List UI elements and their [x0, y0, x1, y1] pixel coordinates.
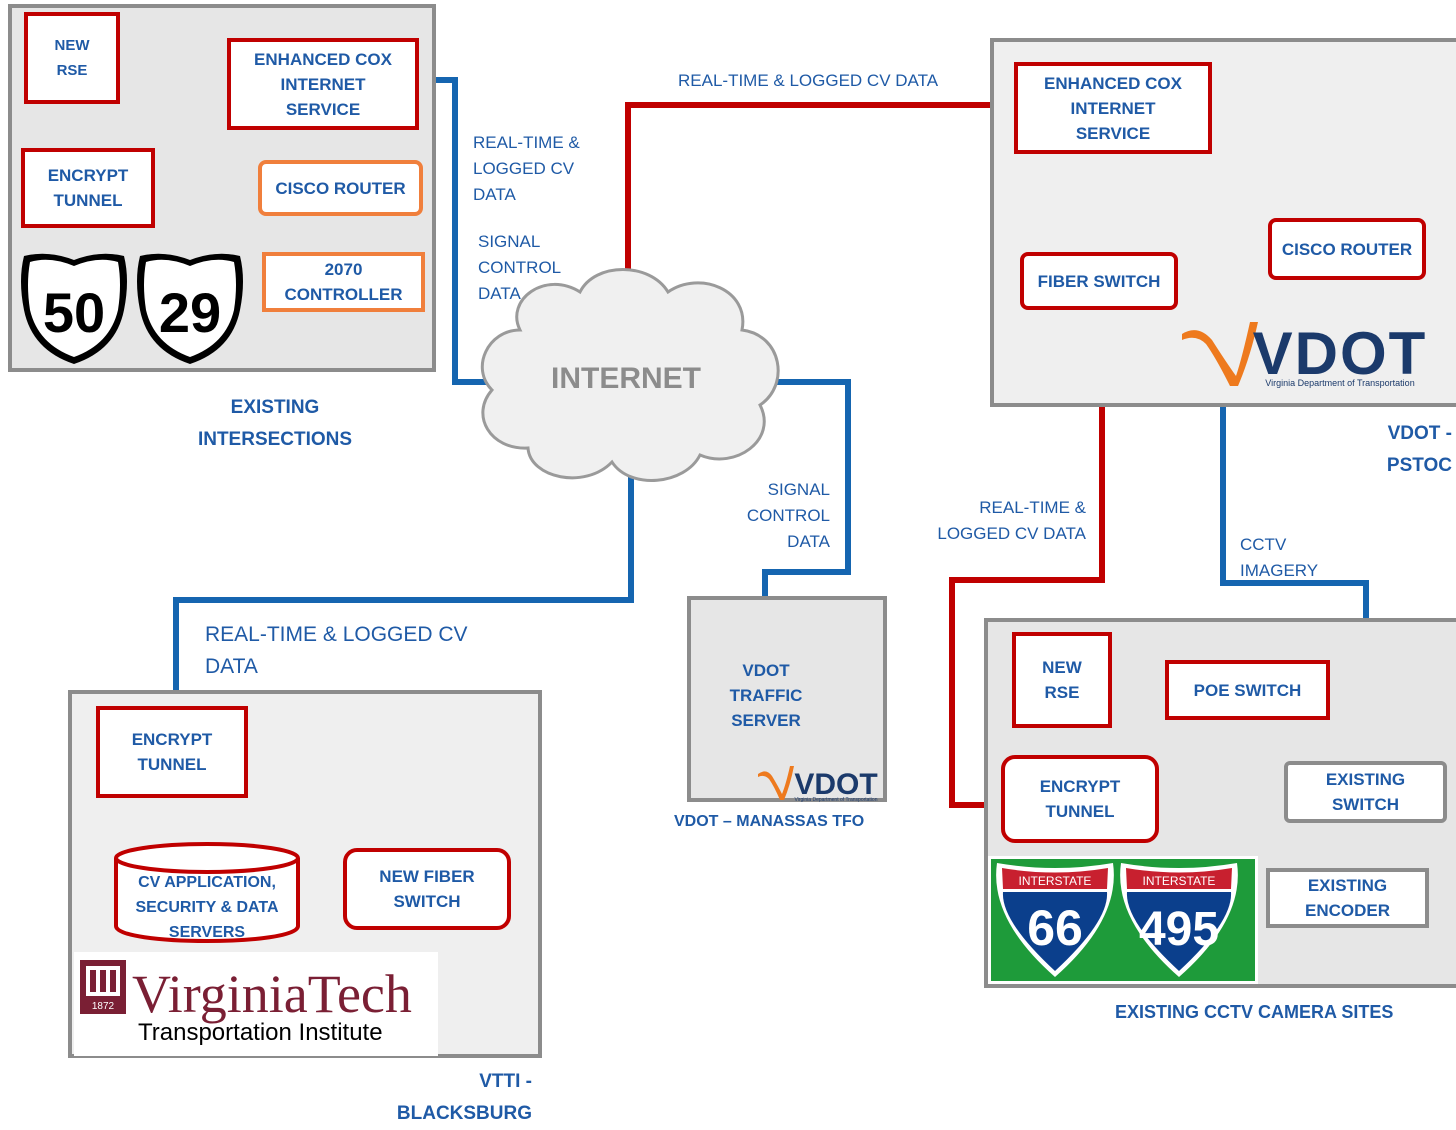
link-internet-to-manassas	[762, 379, 851, 625]
interstate-495-shield-icon: INTERSTATE 495	[1120, 863, 1238, 977]
us-29-shield-icon: 29	[136, 250, 244, 366]
node-cctv-existing-switch[interactable]: EXISTING SWITCH	[1284, 761, 1447, 823]
vdot-logo-manassas-sub: Virginia Department of Transportation	[794, 797, 877, 802]
interstate-sign-panel: INTERSTATE 66 INTERSTATE 495	[988, 856, 1258, 984]
vt-name: VirginiaTech	[132, 964, 412, 1024]
label-manassas-signal-data: SIGNAL CONTROL DATA	[746, 480, 830, 551]
label-ei-signal-data: SIGNAL CONTROL DATA	[478, 232, 562, 303]
node-pstoc-fiber-switch[interactable]: FIBER SWITCH	[1020, 252, 1178, 310]
node-vtti-encrypt-tunnel[interactable]: ENCRYPT TUNNEL	[96, 706, 248, 798]
node-vtti-cv-servers[interactable]: CV APPLICATION, SECURITY & DATA SERVERS	[135, 873, 279, 941]
vtti-servers-cylinder	[112, 840, 302, 944]
node-cctv-existing-encoder[interactable]: EXISTING ENCODER	[1266, 868, 1429, 928]
label-cctv-imagery: CCTV IMAGERY	[1240, 535, 1319, 580]
node-ei-new-rse[interactable]: NEW RSE	[24, 12, 120, 104]
link-pstoc-fiber-to-cctv-encrypt	[949, 306, 1105, 808]
link-internet-to-vtti	[173, 435, 634, 708]
label-top-cv-data: REAL-TIME & LOGGED CV DATA	[678, 71, 939, 90]
node-cctv-new-rse[interactable]: NEW RSE	[1012, 632, 1112, 728]
node-vtti-new-fiber-switch[interactable]: NEW FIBER SWITCH	[343, 848, 511, 930]
node-pstoc-cisco-router[interactable]: CISCO ROUTER	[1268, 218, 1426, 280]
area-vdot-manassas	[687, 596, 887, 802]
vdot-logo-pstoc: VDOT Virginia Department of Transportati…	[1180, 318, 1440, 390]
interstate-66-shield-icon: INTERSTATE 66	[996, 863, 1114, 977]
vdot-logo-manassas-text: VDOT	[794, 768, 877, 801]
vt-subtitle: Transportation Institute	[138, 1019, 383, 1046]
vt-year: 1872	[92, 1001, 115, 1012]
label-pstoc-cv-data: REAL-TIME & LOGGED CV DATA	[937, 498, 1086, 543]
internet-cloud	[480, 268, 780, 482]
node-vdot-traffic-server[interactable]: VDOT TRAFFIC SERVER	[729, 660, 803, 730]
label-vtti-cv-data: REAL-TIME & LOGGED CV DATA	[205, 623, 468, 678]
i495-number: 495	[1139, 903, 1219, 956]
link-ei-cox-to-internet	[418, 77, 488, 385]
node-cctv-encrypt-tunnel[interactable]: ENCRYPT TUNNEL	[1001, 755, 1159, 843]
area-title-existing-intersections: EXISTING INTERSECTIONS	[197, 397, 353, 450]
node-ei-enhanced-cox[interactable]: ENHANCED COX INTERNET SERVICE	[227, 38, 419, 130]
area-title-vdot-pstoc: VDOT - PSTOC	[1386, 423, 1452, 476]
area-title-vdot-manassas: VDOT – MANASSAS TFO	[674, 813, 865, 830]
us-50-shield-icon: 50	[20, 250, 128, 366]
area-title-cctv-sites: EXISTING CCTV CAMERA SITES	[1115, 1002, 1394, 1022]
i66-number: 66	[1027, 900, 1083, 956]
i495-header: INTERSTATE	[1143, 874, 1216, 888]
vdot-logo-pstoc-sub: Virginia Department of Transportation	[1265, 378, 1414, 388]
node-ei-encrypt-tunnel[interactable]: ENCRYPT TUNNEL	[21, 148, 155, 228]
us-29-number: 29	[159, 281, 221, 344]
vdot-logo-pstoc-text: VDOT	[1253, 320, 1428, 387]
vdot-logo-manassas: VDOT Virginia Department of Transportati…	[756, 764, 880, 803]
virginia-tech-logo: 1872 VirginiaTech Transportation Institu…	[74, 952, 438, 1056]
label-ei-cv-data: REAL-TIME & LOGGED CV DATA	[473, 133, 580, 204]
node-pstoc-enhanced-cox[interactable]: ENHANCED COX INTERNET SERVICE	[1014, 62, 1212, 154]
i66-header: INTERSTATE	[1019, 874, 1092, 888]
internet-label: INTERNET	[551, 362, 701, 395]
node-ei-cisco-router[interactable]: CISCO ROUTER	[258, 160, 423, 216]
node-cctv-poe-switch[interactable]: POE SWITCH	[1165, 660, 1330, 720]
area-title-vtti: VTTI - BLACKSBURG	[396, 1071, 532, 1124]
node-ei-2070-controller[interactable]: 2070 CONTROLLER	[262, 252, 425, 312]
us-50-number: 50	[43, 281, 105, 344]
link-internet-to-pstoc-cox	[625, 102, 1016, 290]
